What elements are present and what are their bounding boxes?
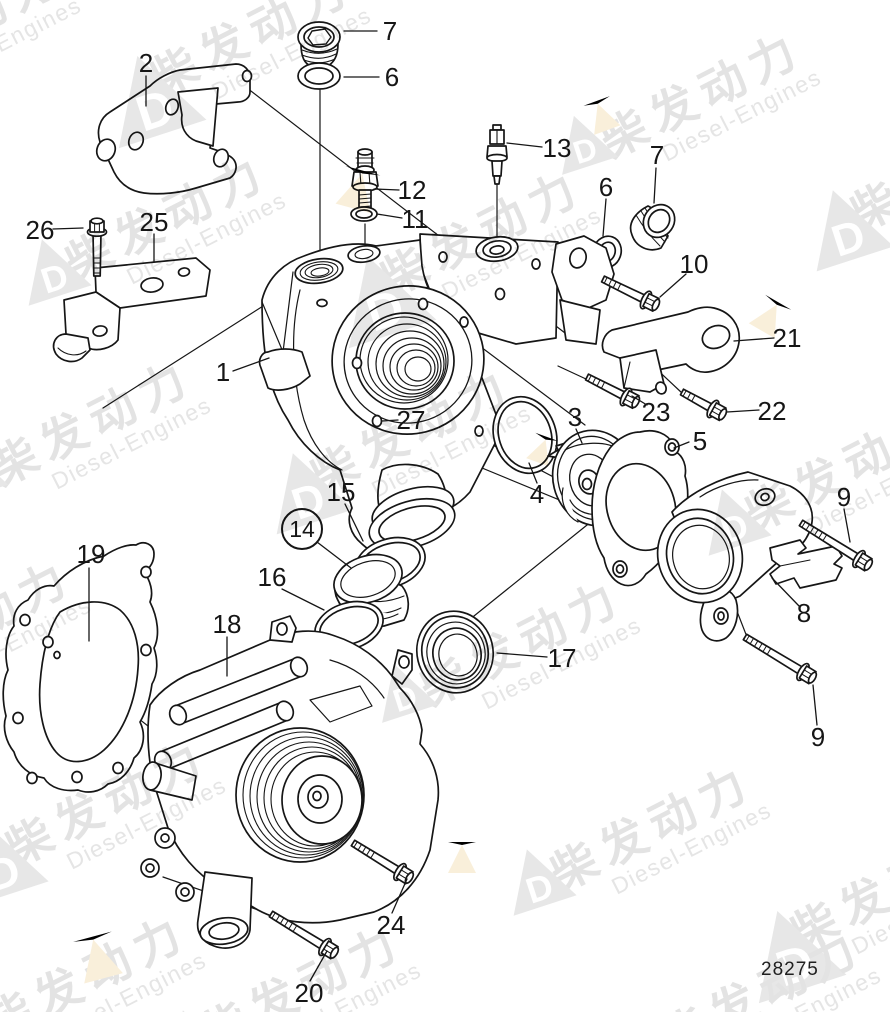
part-oring-4 (492, 395, 558, 475)
part-gasket-19 (2, 542, 159, 793)
part-cap-14 (333, 553, 410, 628)
part-bracket-25 (52, 257, 211, 363)
part-pump-18 (140, 615, 440, 949)
part-plug-7-right (629, 203, 676, 251)
drawing-number: 28275 (761, 959, 819, 980)
part-sensor-13 (486, 124, 508, 185)
part-oring-6-top (297, 62, 341, 90)
bolts (86, 217, 874, 960)
part-bracket-21 (601, 306, 741, 395)
part-nipple-12 (351, 148, 379, 216)
part-seal-17 (415, 610, 495, 694)
part-bracket-2 (95, 63, 253, 195)
part-oring-11 (350, 206, 378, 222)
part-housing-1 (258, 233, 615, 554)
part-plug-7-top (297, 21, 341, 67)
